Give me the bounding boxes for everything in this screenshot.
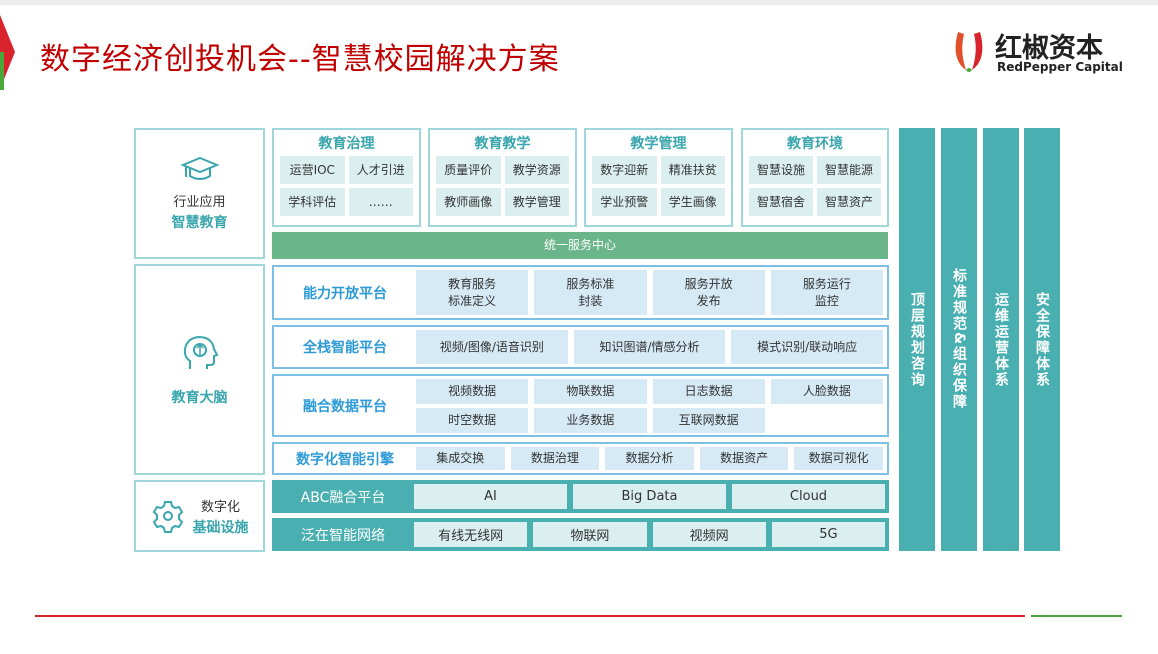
brain-head-icon [183,335,218,369]
app-card-title: 教育教学 [474,136,531,152]
graduation-cap-icon [179,156,220,180]
platform-name: 能力开放平台 [303,285,387,302]
infra-item[interactable]: 有线无线网 [414,522,528,547]
smart-education-label: 智慧教育 [171,215,228,231]
platform-item[interactable]: 日志数据 [652,378,765,404]
app-card-title: 教育治理 [318,136,375,152]
platform-name: 融合数据平台 [303,398,387,415]
infra-item[interactable]: 物联网 [533,522,647,547]
app-card-title: 教学管理 [630,136,687,152]
platform-layer: 数字化智能引擎 集成交换数据治理数据分析数据资产数据可视化 [272,442,889,475]
infra-item[interactable]: Big Data [573,484,726,509]
app-card-item[interactable]: 智慧能源 [817,156,881,184]
app-card-title: 教育环境 [787,136,843,152]
infra-item[interactable]: 5G [771,522,885,547]
support-column: 顶层规划咨询 [899,128,935,551]
app-card-item[interactable]: 人才引进 [348,156,413,184]
app-card-item[interactable]: 智慧宿舍 [749,188,813,216]
education-brain-label: 教育大脑 [171,389,228,406]
app-card-item[interactable]: 精准扶贫 [660,156,725,184]
support-column: 运维运营体系 [983,128,1019,551]
platform-item[interactable]: 视频数据 [416,378,529,404]
platform-item[interactable]: 人脸数据 [770,378,883,404]
infra-name: 泛在智能网络 [301,527,385,544]
app-card-item[interactable]: 运营IOC [280,156,345,184]
footer-red-line [35,615,1025,617]
app-card-item[interactable]: …… [348,188,413,216]
education-brain-box: 教育大脑 [134,264,265,475]
digital-label: 数字化 [200,499,240,515]
app-card-item[interactable]: 智慧设施 [749,156,813,184]
page-title: 数字经济创投机会--智慧校园解决方案 [40,42,560,77]
app-card-item[interactable]: 学生画像 [660,188,725,216]
platform-item[interactable]: 互联网数据 [652,407,765,433]
logo-text-cn: 红椒资本 [995,33,1103,64]
infra-item[interactable]: Cloud [732,484,885,509]
platform-layer: 全栈智能平台 视频/图像/语音识别知识图谱/情感分析模式识别/联动响应 [272,325,889,369]
app-card-item[interactable]: 教学管理 [504,188,569,216]
platform-item[interactable]: 时空数据 [416,407,529,433]
platform-item[interactable]: 数据资产 [699,447,789,470]
footer-green-line [1031,615,1122,617]
app-card-item[interactable]: 学科评估 [280,188,345,216]
app-card-item[interactable]: 教师画像 [436,188,501,216]
digital-infra-box: 数字化 基础设施 [134,480,265,552]
infra-name: ABC融合平台 [300,489,386,506]
platform-item[interactable]: 教育服务 标准定义 [416,270,529,315]
platform-item[interactable]: 物联数据 [534,378,647,404]
industry-app-box: 行业应用 智慧教育 [134,128,265,259]
platform-item[interactable]: 数据治理 [510,447,600,470]
top-bar [0,0,1158,5]
platform-item[interactable]: 业务数据 [534,407,647,433]
platform-name: 数字化智能引擎 [296,451,394,468]
platform-item[interactable]: 知识图谱/情感分析 [573,330,726,364]
infra-item[interactable]: 视频网 [652,522,766,547]
logo-text-en: RedPepper Capital [997,60,1123,74]
app-card-item[interactable]: 学业预警 [592,188,657,216]
platform-item[interactable]: 集成交换 [416,447,505,470]
app-card-item[interactable]: 教学资源 [504,156,569,184]
platform-item[interactable]: 服务运行 监控 [770,270,883,315]
platform-item[interactable]: 数据分析 [605,447,694,470]
industry-app-label: 行业应用 [173,195,226,210]
platform-item[interactable]: 服务标准 封装 [534,270,647,315]
platform-item[interactable]: 视频/图像/语音识别 [416,330,568,364]
app-card-item[interactable]: 质量评价 [436,156,501,184]
infrastructure-label: 基础设施 [192,519,249,536]
app-card: 教育教学质量评价教学资源教师画像教学管理 [428,128,577,227]
platform-layer: 能力开放平台 教育服务 标准定义服务标准 封装服务开放 发布服务运行 监控 [272,265,889,320]
title-accent-green [0,52,4,90]
platform-item[interactable]: 服务开放 发布 [652,270,765,315]
platform-layer: 融合数据平台 视频数据物联数据日志数据人脸数据时空数据业务数据互联网数据 [272,374,889,437]
infra-item[interactable]: AI [414,484,567,509]
platform-name: 全栈智能平台 [303,340,387,356]
app-card: 教育环境智慧设施智慧能源智慧宿舍智慧资产 [741,128,889,227]
support-column: 安全保障体系 [1024,128,1060,551]
unified-service-center: 统一服务中心 [272,232,888,259]
platform-item[interactable]: 模式识别/联动响应 [731,330,883,364]
app-card-item[interactable]: 数字迎新 [592,156,657,184]
red-pepper-logo-icon [955,32,983,72]
app-card: 教学管理数字迎新精准扶贫学业预警学生画像 [584,128,733,227]
gear-icon [152,501,183,533]
support-column: 标准规范&组织保障 [941,128,977,551]
platform-item[interactable]: 数据可视化 [794,447,883,470]
app-card-item[interactable]: 智慧资产 [817,188,881,216]
